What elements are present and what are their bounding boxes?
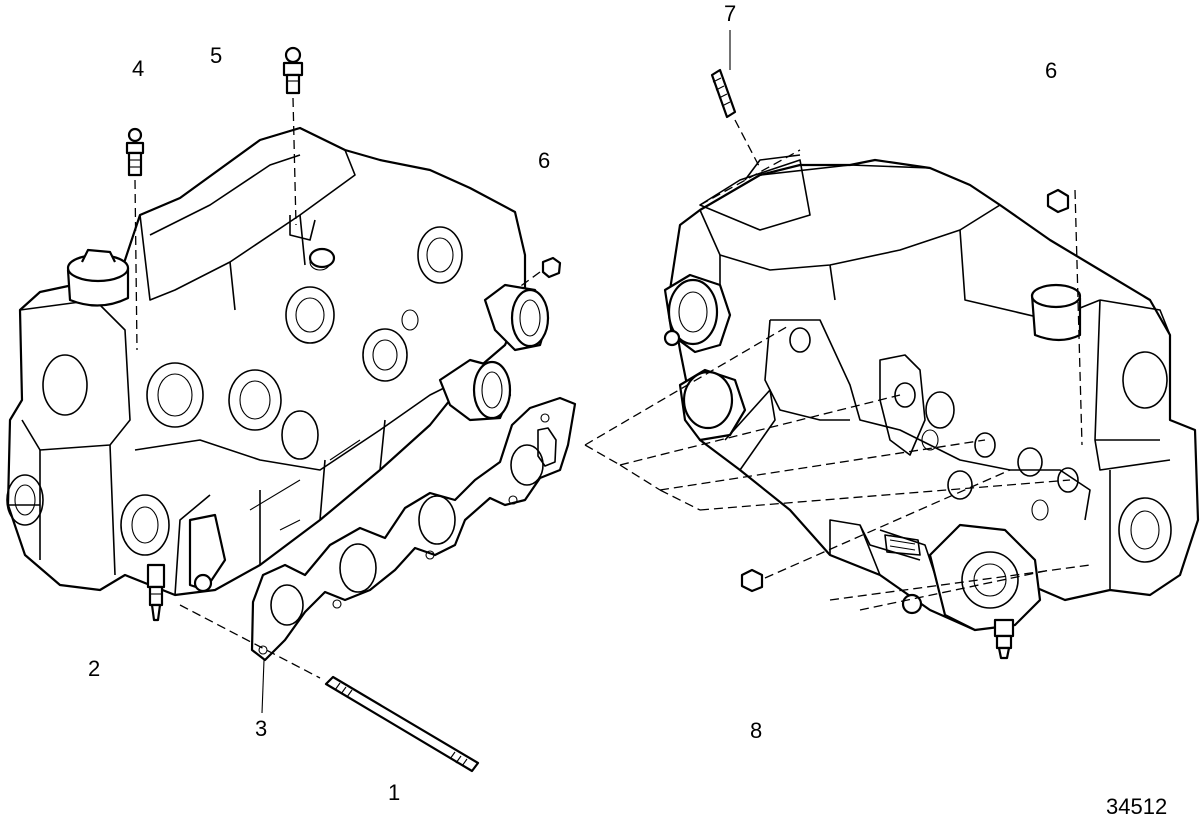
- short-stud: [710, 68, 761, 169]
- exhaust-manifold-right: [663, 154, 1200, 632]
- callout-1: 1: [388, 780, 401, 805]
- callout-4: 4: [132, 56, 145, 81]
- figure-number: 34512: [1106, 794, 1168, 819]
- leader-lines: [261, 30, 731, 714]
- callout-5: 5: [210, 43, 223, 68]
- exhaust-manifold-left: [6, 126, 550, 597]
- fitting-top-center: [282, 46, 304, 226]
- alignment-lines: [584, 149, 1091, 611]
- callout-6-left: 6: [538, 148, 551, 173]
- manifold-gasket: [250, 396, 577, 662]
- fitting-top-left: [125, 127, 145, 351]
- callout-2: 2: [88, 656, 101, 681]
- callout-3: 3: [255, 716, 268, 741]
- fitting-bottom-left: [146, 563, 166, 622]
- callout-6-right: 6: [1045, 58, 1058, 83]
- long-stud: [324, 675, 480, 773]
- nut-right: [1046, 188, 1083, 446]
- callout-7: 7: [724, 1, 737, 26]
- nut-lower-right: [740, 568, 764, 593]
- nut-left: [517, 256, 562, 289]
- fitting-bottom-right: [993, 618, 1015, 660]
- callout-8: 8: [750, 718, 763, 743]
